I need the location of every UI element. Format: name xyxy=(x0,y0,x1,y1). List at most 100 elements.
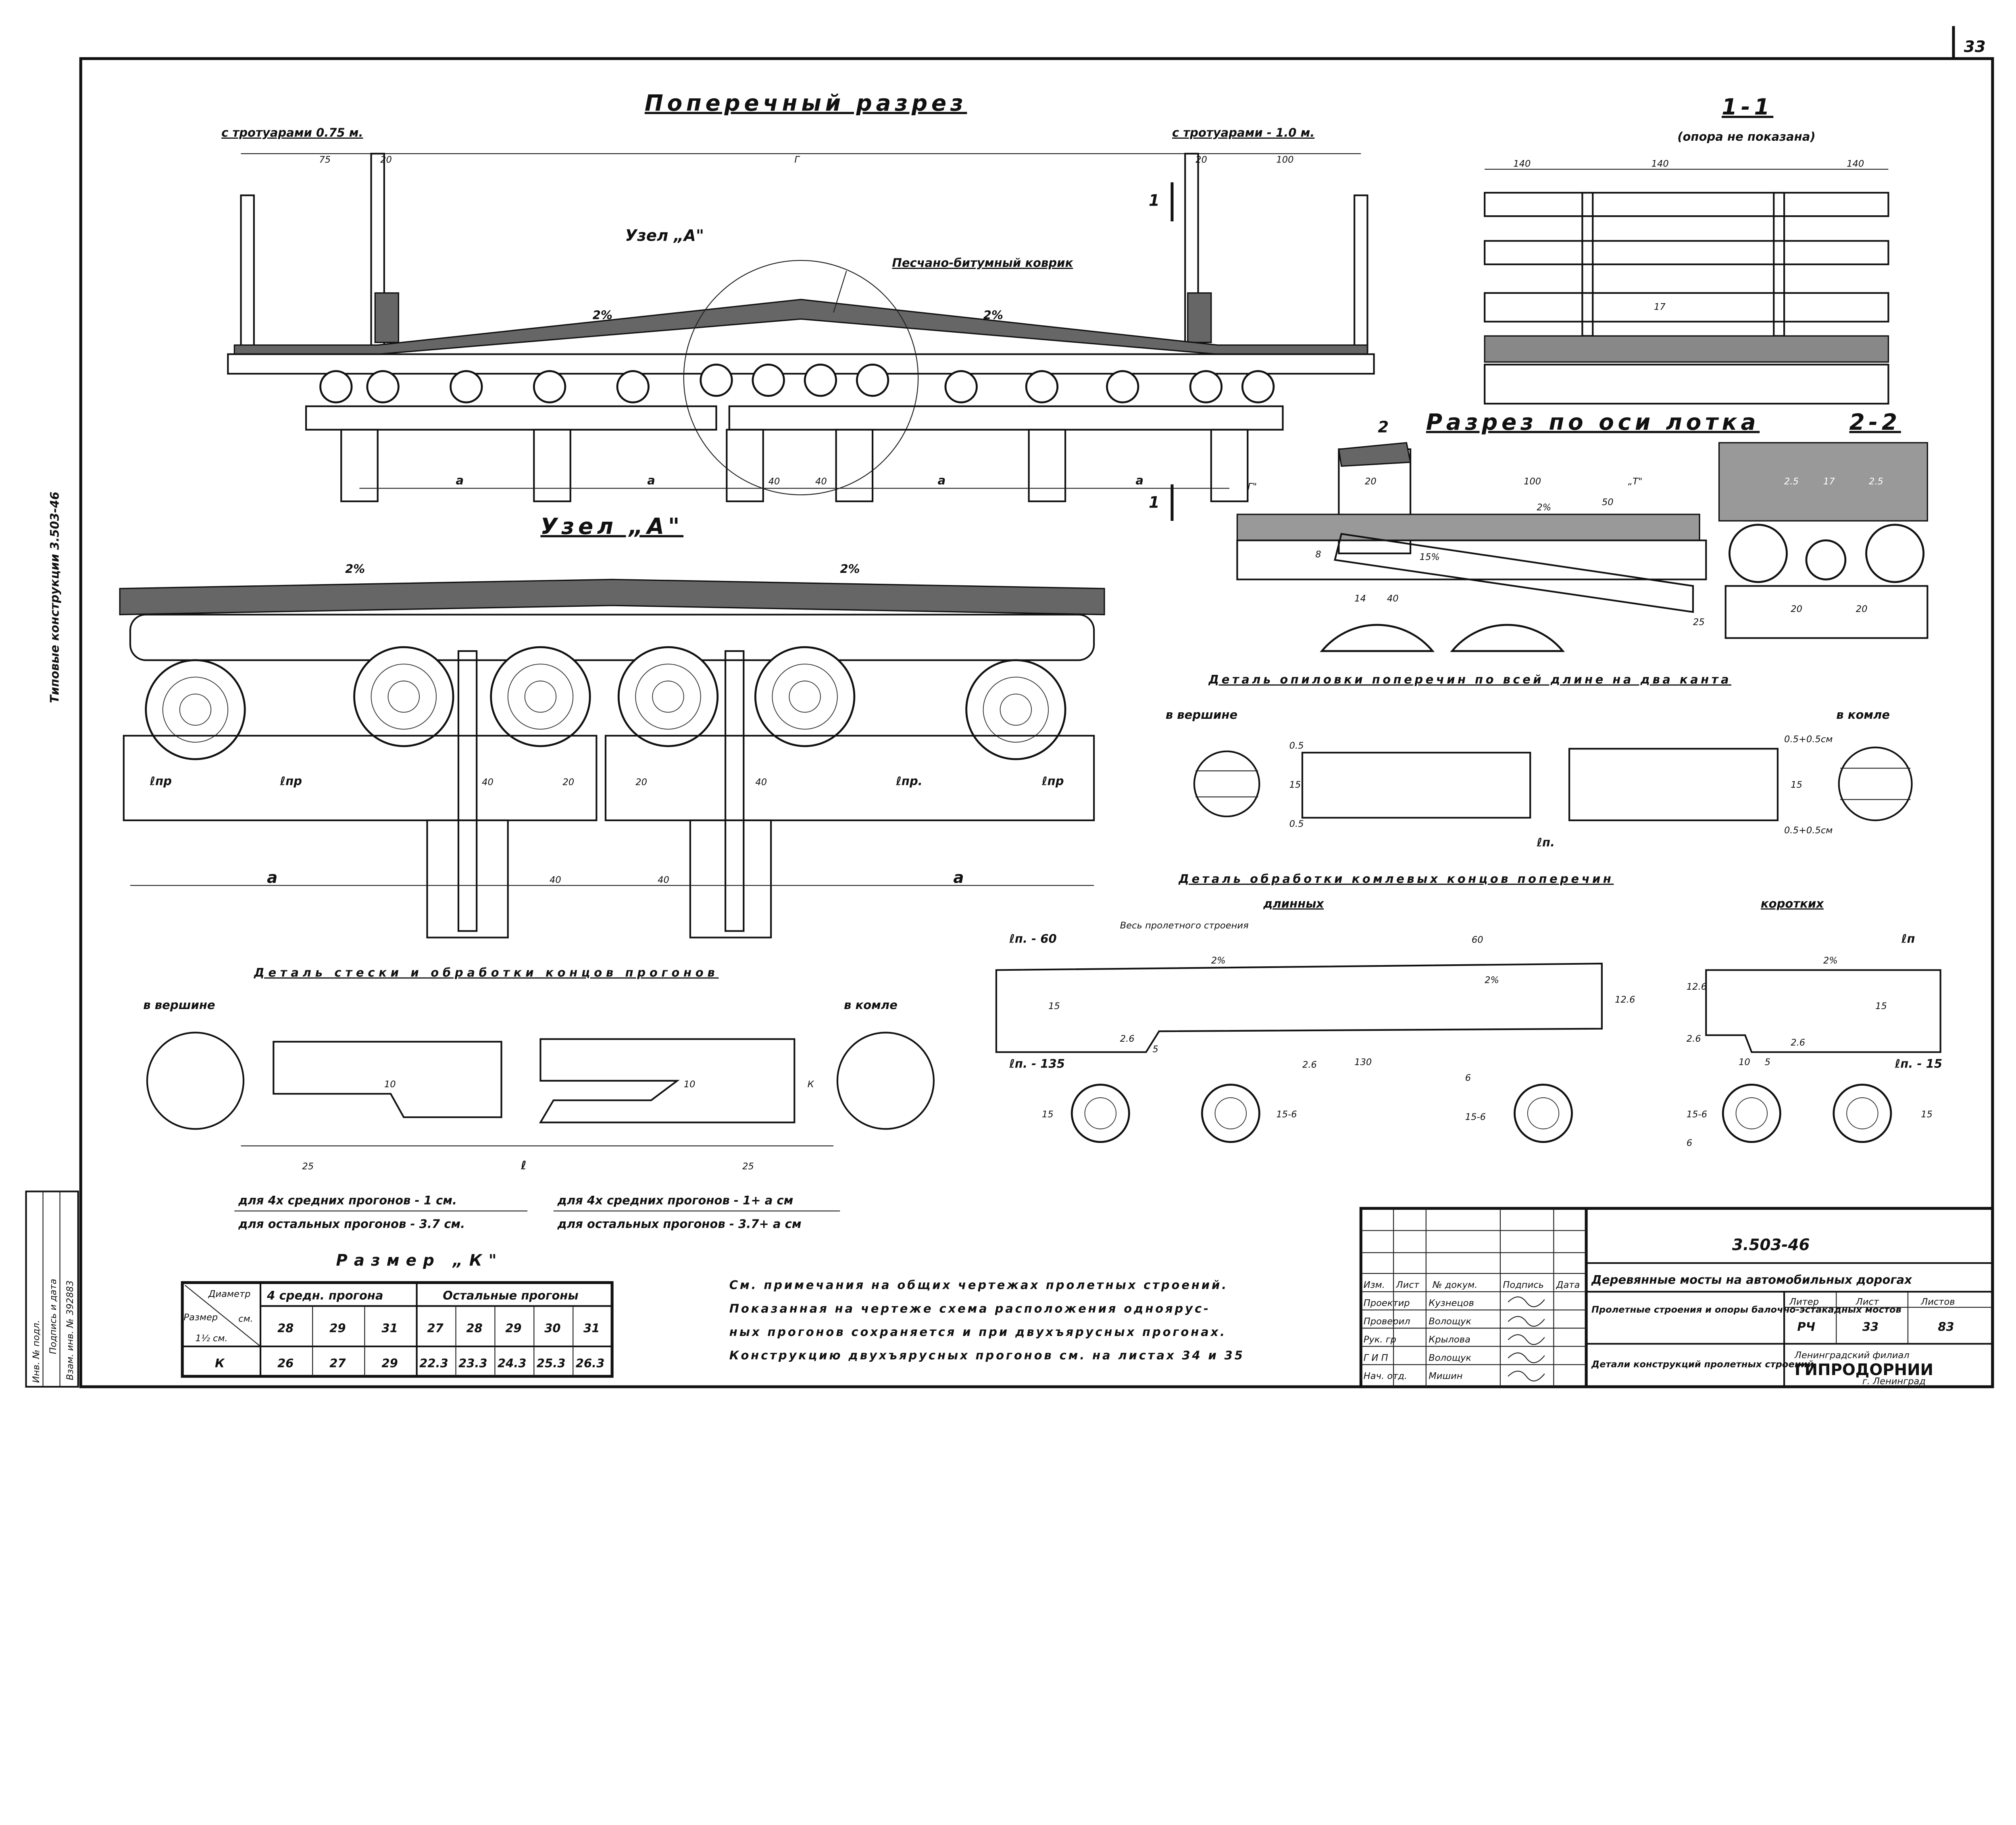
sheet-number: 33 xyxy=(1964,38,1986,56)
svg-text:для 4х средних прогонов - 1+ a: для 4х средних прогонов - 1+ a см xyxy=(557,1194,793,1207)
svg-text:17: 17 xyxy=(1654,302,1666,312)
crossbeam-sawing-detail: Деталь опиловки поперечин по всей длине … xyxy=(1166,673,1913,849)
svg-text:26: 26 xyxy=(277,1356,294,1370)
svg-text:для остальных прогонов - 3.7 с: для остальных прогонов - 3.7 см. xyxy=(238,1217,465,1231)
svg-text:20: 20 xyxy=(380,155,392,165)
svg-text:а: а xyxy=(456,474,464,487)
svg-text:75: 75 xyxy=(319,155,331,165)
k-table-values: 26 27 29 22.3 23.3 24.3 25.3 26.3 xyxy=(277,1356,604,1370)
svg-text:Ленинградский филиал: Ленинградский филиал xyxy=(1794,1350,1910,1361)
svg-text:2%: 2% xyxy=(840,562,860,576)
svg-text:15%: 15% xyxy=(1420,552,1440,562)
svg-text:26.3: 26.3 xyxy=(576,1356,605,1370)
svg-text:а: а xyxy=(267,869,277,887)
svg-text:15: 15 xyxy=(1289,780,1301,790)
svg-text:23.3: 23.3 xyxy=(458,1356,487,1370)
svg-text:1½ см.: 1½ см. xyxy=(195,1333,227,1344)
svg-text:2.5: 2.5 xyxy=(1869,477,1883,487)
svg-text:(опора не показана): (опора не показана) xyxy=(1677,130,1815,144)
svg-text:2%: 2% xyxy=(1211,955,1226,966)
svg-text:40: 40 xyxy=(815,477,827,487)
svg-text:0.5: 0.5 xyxy=(1289,741,1304,751)
svg-text:27: 27 xyxy=(427,1321,444,1335)
svg-text:15: 15 xyxy=(1875,1001,1887,1011)
svg-text:15: 15 xyxy=(1042,1109,1054,1120)
svg-text:в вершине: в вершине xyxy=(1166,708,1237,722)
svg-text:ℓпр: ℓпр xyxy=(1041,774,1064,788)
svg-text:28: 28 xyxy=(466,1321,482,1335)
svg-text:20: 20 xyxy=(1791,604,1802,614)
svg-text:20: 20 xyxy=(1365,477,1377,487)
svg-text:15-6: 15-6 xyxy=(1465,1112,1486,1122)
beam-end-detail: Деталь стески и обработки концов прогоно… xyxy=(143,966,935,1231)
svg-text:1: 1 xyxy=(1149,191,1160,210)
svg-text:в комле: в комле xyxy=(1836,708,1890,722)
k-size-table: Размер „К" Диаметр см. Размер 1½ см. 4 с… xyxy=(181,1252,614,1378)
svg-text:Литер: Литер xyxy=(1789,1296,1819,1307)
svg-text:№ докум.: № докум. xyxy=(1432,1280,1477,1290)
svg-text:25.3: 25.3 xyxy=(537,1356,566,1370)
trough-section: Разрез по оси лотка 2 100 20 2% 50 15% 2… xyxy=(1236,409,1756,652)
svg-text:в вершине: в вершине xyxy=(143,998,215,1012)
svg-text:ℓп: ℓп xyxy=(1901,932,1915,945)
svg-text:40: 40 xyxy=(550,875,561,885)
svg-text:для остальных прогонов - 3.7+: для остальных прогонов - 3.7+ a см xyxy=(557,1217,801,1231)
svg-text:Узел „А": Узел „А" xyxy=(540,513,683,539)
margin-text: Типовые конструкции 3.503-46 xyxy=(48,492,61,703)
crossbeam-butt-detail: Деталь обработки комлевых концов попереч… xyxy=(995,872,1942,1148)
svg-text:Деталь стески и обработки конц: Деталь стески и обработки концов прогоно… xyxy=(254,966,719,979)
svg-text:15: 15 xyxy=(1048,1001,1060,1011)
svg-text:„Т": „Т" xyxy=(1628,477,1642,487)
svg-text:Проверил: Проверил xyxy=(1364,1316,1410,1327)
svg-text:10: 10 xyxy=(384,1079,396,1090)
svg-text:Остальные прогоны: Остальные прогоны xyxy=(443,1289,578,1303)
svg-text:30: 30 xyxy=(544,1321,560,1335)
svg-text:ℓп.: ℓп. xyxy=(1536,835,1555,849)
svg-text:15: 15 xyxy=(1791,780,1802,790)
svg-text:2.6: 2.6 xyxy=(1687,1034,1701,1044)
svg-text:12.6: 12.6 xyxy=(1615,995,1635,1005)
svg-text:а: а xyxy=(1136,474,1144,487)
svg-text:29: 29 xyxy=(505,1321,521,1335)
svg-text:2.5: 2.5 xyxy=(1784,477,1799,487)
svg-text:а: а xyxy=(647,474,655,487)
svg-text:6: 6 xyxy=(1465,1073,1471,1083)
svg-text:в комле: в комле xyxy=(844,998,898,1012)
svg-text:140: 140 xyxy=(1847,158,1864,169)
svg-text:см.: см. xyxy=(238,1313,253,1324)
svg-text:Размер: Размер xyxy=(183,1312,218,1323)
svg-text:130: 130 xyxy=(1354,1057,1372,1068)
svg-text:12.6: 12.6 xyxy=(1687,982,1707,992)
svg-text:20: 20 xyxy=(635,777,647,788)
notes: См. примечания на общих чертежах пролетн… xyxy=(729,1278,1245,1362)
node-a-detail: Узел „А" 2% 2% ℓпр ℓпр 40 20 20 40 ℓпр. … xyxy=(119,513,1105,939)
document-code: 3.503-46 xyxy=(1732,1236,1810,1254)
svg-text:29: 29 xyxy=(329,1321,346,1335)
svg-text:2.6: 2.6 xyxy=(1302,1060,1317,1070)
svg-text:25: 25 xyxy=(302,1161,314,1172)
svg-text:Конструкцию двухъярусных прого: Конструкцию двухъярусных прогонов см. на… xyxy=(729,1348,1245,1362)
node-a-logs xyxy=(145,646,1066,760)
svg-text:ℓпр.: ℓпр. xyxy=(896,774,923,788)
svg-text:28: 28 xyxy=(277,1321,294,1335)
svg-text:ГИПРОДОРНИИ: ГИПРОДОРНИИ xyxy=(1795,1361,1933,1379)
svg-text:4 средн. прогона: 4 средн. прогона xyxy=(267,1289,383,1303)
svg-text:Г И П: Г И П xyxy=(1364,1353,1388,1363)
svg-text:2.6: 2.6 xyxy=(1791,1038,1805,1048)
svg-text:22.3: 22.3 xyxy=(419,1356,448,1370)
svg-text:25: 25 xyxy=(1693,617,1705,627)
svg-text:Деревянные мосты на автомобиль: Деревянные мосты на автомобильных дорога… xyxy=(1591,1273,1912,1287)
svg-text:Инв. № подл.: Инв. № подл. xyxy=(31,1320,42,1383)
svg-text:с тротуарами 0.75 м.: с тротуарами 0.75 м. xyxy=(221,126,363,139)
svg-text:2: 2 xyxy=(1378,418,1389,436)
drawing-sheet: 33 Типовые конструкции 3.503-46 Инв. № п… xyxy=(25,26,1994,1388)
svg-text:Рук. гр: Рук. гр xyxy=(1364,1334,1396,1345)
svg-text:ℓпр: ℓпр xyxy=(279,774,302,788)
svg-text:20: 20 xyxy=(1195,155,1207,165)
svg-text:20: 20 xyxy=(1856,604,1868,614)
svg-text:31: 31 xyxy=(583,1321,600,1335)
svg-text:2-2: 2-2 xyxy=(1849,409,1901,435)
svg-text:Волощук: Волощук xyxy=(1429,1353,1471,1363)
svg-text:20: 20 xyxy=(562,777,574,788)
svg-text:83: 83 xyxy=(1938,1320,1954,1334)
